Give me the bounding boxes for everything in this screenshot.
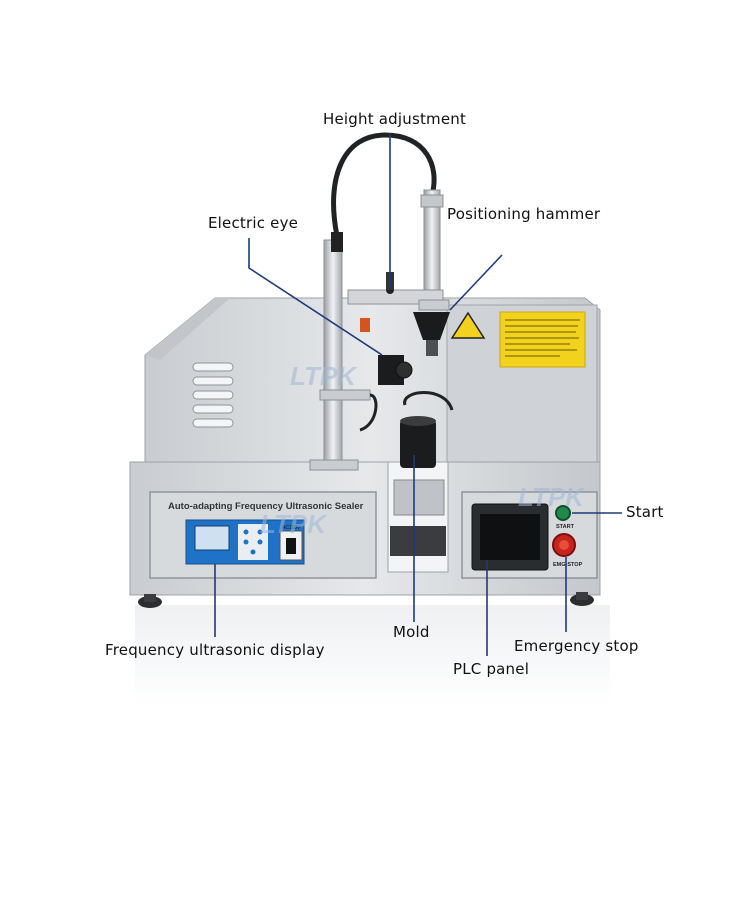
vertical-rod	[323, 239, 343, 466]
watermark-2: LTPK	[260, 509, 328, 539]
plc-screen	[480, 514, 540, 560]
label-emergency-stop: Emergency stop	[514, 637, 639, 655]
work-area-shadow	[390, 526, 446, 556]
watermark-1: LTPK	[290, 361, 358, 391]
rod-cap	[331, 232, 343, 252]
warning-label	[499, 311, 586, 368]
leader-eye	[248, 238, 383, 356]
label-height-adjustment: Height adjustment	[323, 110, 467, 128]
orange-fitting	[360, 318, 370, 332]
vent-slots	[192, 362, 234, 428]
leader-hammer	[449, 254, 503, 311]
hazard-triangle-icon	[450, 311, 486, 339]
start-button-icon	[555, 505, 571, 521]
label-start: Start	[626, 503, 664, 521]
mold-cup	[400, 420, 436, 468]
cylinder	[423, 189, 441, 291]
label-electric-eye: Electric eye	[208, 214, 299, 232]
leader-lines	[214, 133, 622, 656]
ac-label: AC110V	[282, 525, 301, 531]
power-switch	[286, 538, 296, 554]
panel-title: Auto-adapting Frequency Ultrasonic Seale…	[168, 501, 364, 512]
floor-reflection	[135, 605, 610, 705]
cable	[331, 132, 437, 237]
start-text: START	[556, 524, 575, 530]
label-positioning-hammer: Positioning hammer	[447, 205, 601, 223]
sensor-arm	[319, 389, 371, 401]
label-mold: Mold	[393, 623, 430, 641]
label-plc-panel: PLC panel	[453, 660, 530, 678]
label-frequency-display: Frequency ultrasonic display	[105, 641, 325, 659]
watermark-3: LTPK	[518, 482, 586, 512]
rod-base	[309, 459, 359, 471]
emg-text: EMG-STOP	[553, 562, 583, 568]
mold-holder	[393, 479, 445, 516]
lcd-screen	[194, 525, 230, 551]
housing-slope	[145, 298, 230, 360]
hammer-head	[413, 312, 450, 340]
